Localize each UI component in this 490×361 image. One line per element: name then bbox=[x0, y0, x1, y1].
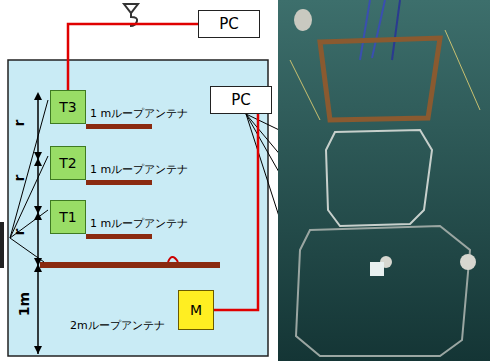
pc-box: PC bbox=[210, 86, 272, 114]
transmitter-box: T1 bbox=[50, 200, 86, 234]
node-text: PC bbox=[231, 91, 251, 109]
transmitter-box: T2 bbox=[50, 146, 86, 180]
node-text: T2 bbox=[59, 155, 76, 171]
dimension-label: r bbox=[11, 175, 27, 182]
node-text: M bbox=[190, 302, 202, 318]
dimension-label: 1m bbox=[16, 292, 32, 316]
loop-antenna bbox=[40, 124, 220, 268]
crane-hook bbox=[124, 4, 138, 26]
dimension-label: r bbox=[11, 229, 27, 236]
receiver-box: M bbox=[178, 290, 214, 330]
transmitter-box: T3 bbox=[50, 90, 86, 124]
node-text: T3 bbox=[59, 99, 76, 115]
photo bbox=[278, 0, 490, 361]
dimension-label: r bbox=[11, 120, 27, 127]
node-text: T1 bbox=[59, 209, 76, 225]
wall-mark bbox=[0, 222, 4, 268]
pc-box: PC bbox=[198, 10, 260, 38]
antenna-label: 1 mループアンテナ bbox=[90, 216, 188, 231]
signal-cable bbox=[68, 24, 198, 90]
signal-cable bbox=[214, 100, 272, 310]
node-text: PC bbox=[219, 15, 239, 33]
antenna-label: 2mループアンテナ bbox=[70, 318, 165, 333]
dimension-line bbox=[34, 92, 42, 354]
antenna-label: 1 mループアンテナ bbox=[90, 106, 188, 121]
antenna-label: 1 mループアンテナ bbox=[90, 162, 188, 177]
